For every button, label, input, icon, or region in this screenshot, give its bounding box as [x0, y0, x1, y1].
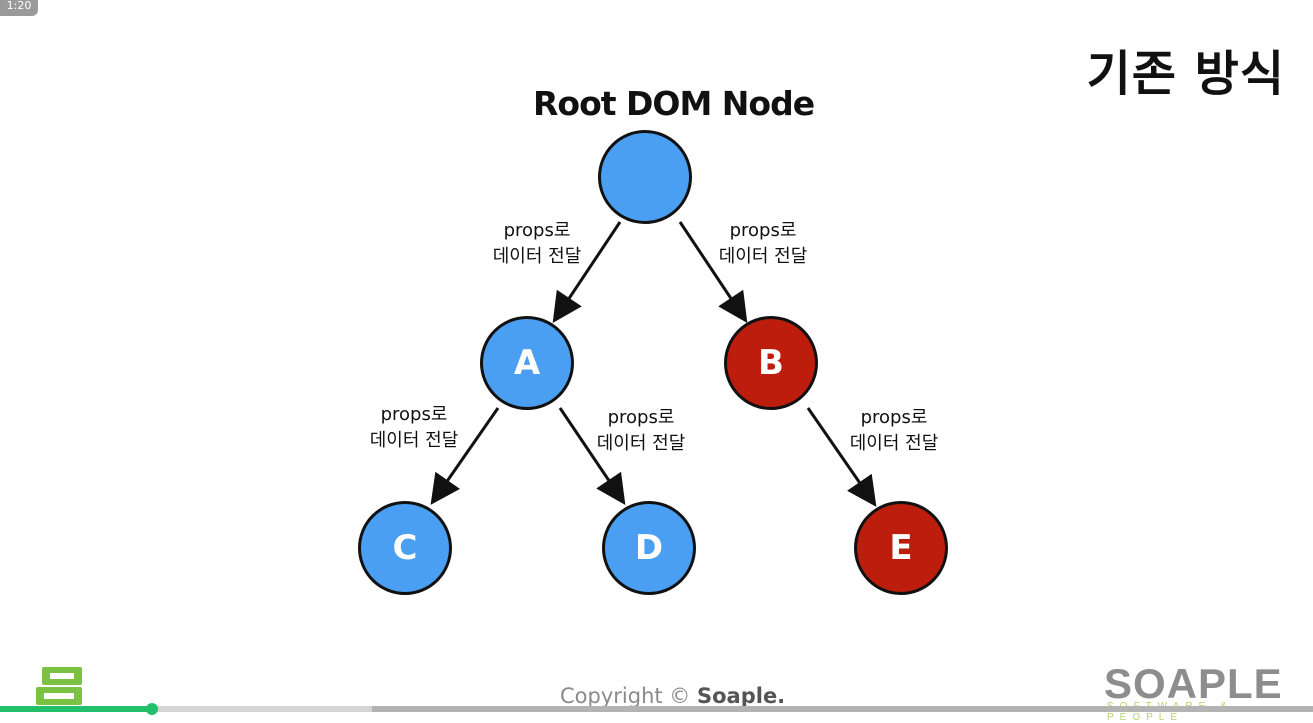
node-c: C [358, 501, 452, 595]
root-node-label: Root DOM Node [533, 84, 815, 123]
edge-b-e [806, 407, 877, 507]
node-a: A [480, 316, 574, 410]
edge-a-d [558, 407, 626, 505]
video-progress-handle[interactable] [146, 703, 159, 715]
copyright-notice: Copyright © Soaple. [560, 684, 786, 708]
root-node [598, 130, 692, 224]
node-b: B [724, 316, 818, 410]
page-title: 기존 방식 [1086, 46, 1285, 102]
edge-a-c [430, 407, 500, 505]
video-progress-fill [0, 706, 153, 712]
node-e: E [854, 501, 948, 595]
video-timestamp: 1:20 [0, 0, 38, 16]
edge-root-b [678, 221, 748, 323]
brand-wordmark: SOAPLE [1104, 660, 1283, 707]
edge-root-a [552, 221, 622, 323]
brand-tagline: SOFTWARE & PEOPLE [1107, 701, 1227, 723]
soaple-logo-icon [36, 667, 82, 705]
node-d: D [602, 501, 696, 595]
video-buffer-bar [372, 706, 1313, 712]
